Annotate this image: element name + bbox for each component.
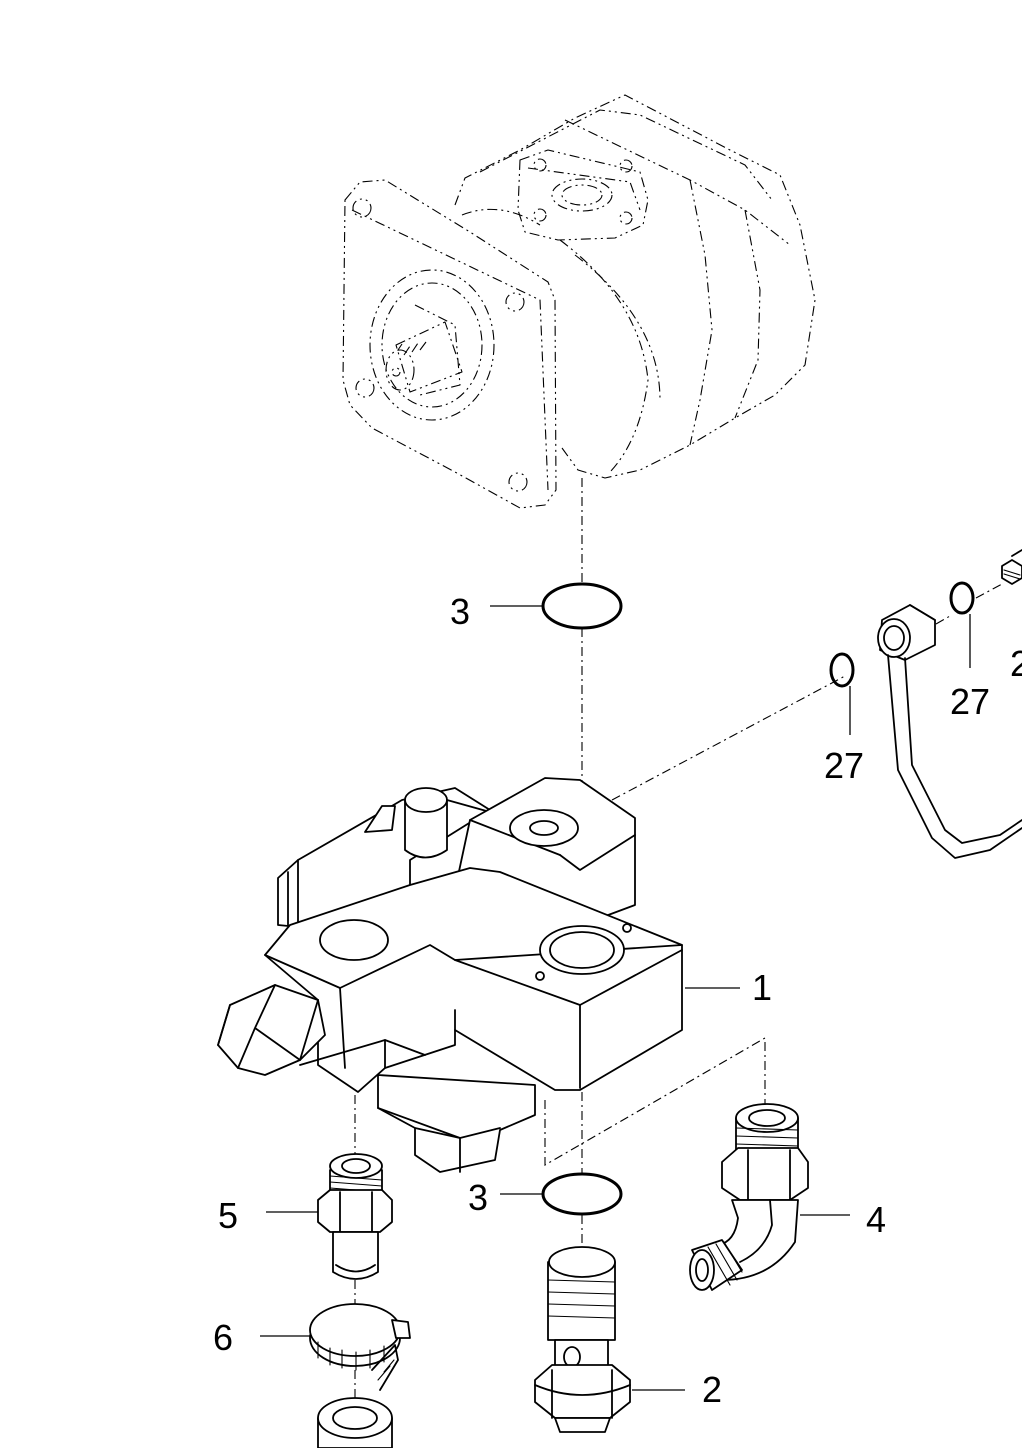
pipe-assembly (877, 549, 1022, 859)
callout-27-right: 27 (950, 681, 990, 722)
callout-2-partial: 2 (1010, 643, 1022, 684)
callout-4: 4 (866, 1199, 886, 1240)
o-ring-bottom (541, 1172, 623, 1216)
callout-27-left: 27 (824, 745, 864, 786)
callout-1: 1 (752, 967, 772, 1008)
leader-lines (260, 605, 971, 1391)
callout-3-bottom: 3 (468, 1177, 488, 1218)
callouts: 1 2 3 3 4 5 6 27 27 2 (213, 591, 1022, 1410)
pipe-tube (887, 654, 1022, 859)
valve-block[interactable] (217, 777, 683, 1173)
hose-clamp (309, 1303, 411, 1391)
solenoid-cap (404, 799, 448, 859)
o-ring-27-left (829, 652, 855, 688)
callout-2: 2 (702, 1369, 722, 1410)
elbow-fitting (689, 1103, 809, 1291)
callout-6: 6 (213, 1317, 233, 1358)
callout-5: 5 (218, 1195, 238, 1236)
valve-bottom-housing (377, 1074, 536, 1173)
callout-3-top: 3 (450, 591, 470, 632)
o-ring-top (541, 582, 623, 630)
banjo-bolt (534, 1246, 631, 1433)
hose-connector (317, 1153, 393, 1280)
hose-end (317, 1397, 393, 1448)
valve-port-left (319, 919, 389, 961)
hydraulic-pump-phantom (342, 94, 816, 509)
o-ring-27-right (949, 581, 975, 615)
